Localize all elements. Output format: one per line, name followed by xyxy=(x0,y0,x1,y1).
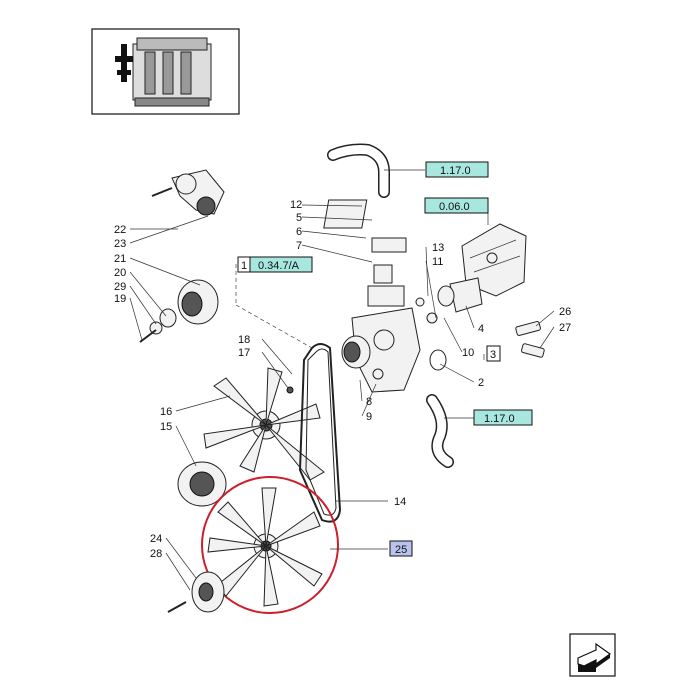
ref-highlight-text: 25 xyxy=(395,544,407,556)
part-label-14: 14 xyxy=(394,496,406,508)
highlighted-fan[interactable] xyxy=(201,476,339,614)
ref-head-text: 0.06.0 xyxy=(439,201,470,213)
lower-hose xyxy=(426,394,480,468)
part-label-3: 3 xyxy=(490,349,496,361)
part-label-7: 7 xyxy=(296,240,302,252)
part-label-18: 18 xyxy=(238,334,250,346)
part-label-6: 6 xyxy=(296,226,302,238)
ref-box-top[interactable]: 1.17.0 xyxy=(425,161,489,178)
part-label-19: 19 xyxy=(114,293,126,305)
ref-lower-text: 1.17.0 xyxy=(484,413,515,425)
part-label-10: 10 xyxy=(462,347,474,359)
part-label-13: 13 xyxy=(432,242,444,254)
temperature-senders xyxy=(515,320,545,358)
ref-pump-text: 0.34.7/A xyxy=(258,260,300,272)
part-label-5: 5 xyxy=(296,212,302,224)
part-label-20: 20 xyxy=(114,267,126,279)
upper-fan xyxy=(177,367,325,507)
ref-box-3: 3 xyxy=(486,345,501,362)
tensioner-bracket xyxy=(151,169,225,216)
part-label-16: 16 xyxy=(160,406,172,418)
thermostat-parts xyxy=(415,277,483,371)
part-label-17: 17 xyxy=(238,347,250,359)
part-label-8: 8 xyxy=(366,396,372,408)
part-label-24: 24 xyxy=(150,533,162,545)
part-label-15: 15 xyxy=(160,421,172,433)
part-label-29: 29 xyxy=(114,281,126,293)
part-label-4: 4 xyxy=(478,323,484,335)
ref-box-head[interactable]: 0.06.0 xyxy=(424,197,489,214)
ref-box-highlight[interactable]: 25 xyxy=(389,540,413,557)
water-pump-pulley xyxy=(341,335,371,369)
part-label-11: 11 xyxy=(432,256,443,268)
next-page-arrow-icon[interactable] xyxy=(569,633,616,677)
part-labels: 12 5 6 7 13 11 22 23 21 20 29 19 18 17 1… xyxy=(114,199,571,560)
thermostat-housing xyxy=(323,199,421,393)
ref-top-text: 1.17.0 xyxy=(440,165,471,177)
part-label-12: 12 xyxy=(290,199,302,211)
upper-hose xyxy=(327,143,425,198)
fan-spacer xyxy=(167,571,225,613)
ref-box-pump[interactable]: 1 0.34.7/A xyxy=(237,256,313,273)
part-label-27: 27 xyxy=(559,322,571,334)
part-label-23: 23 xyxy=(114,238,126,250)
part-label-28: 28 xyxy=(150,548,162,560)
part-label-21: 21 xyxy=(114,253,126,265)
part-label-2: 2 xyxy=(478,377,484,389)
drive-belt xyxy=(298,343,342,523)
part-label-26: 26 xyxy=(559,306,571,318)
leader-lines xyxy=(129,204,555,591)
part-label-9: 9 xyxy=(366,411,372,423)
part-label-22: 22 xyxy=(114,224,126,236)
part-label-1: 1 xyxy=(241,260,247,272)
idler-pulley xyxy=(139,279,219,343)
ref-box-lower[interactable]: 1.17.0 xyxy=(473,409,533,426)
engine-thumbnail-icon[interactable] xyxy=(91,28,240,115)
